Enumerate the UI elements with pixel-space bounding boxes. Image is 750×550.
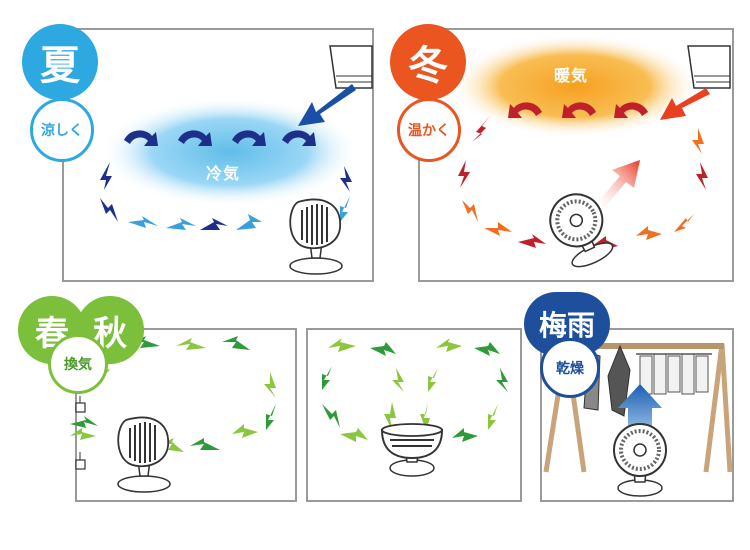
circulator-fan-icon xyxy=(289,198,343,275)
season-badge-summer: 夏 xyxy=(22,24,98,100)
cool-flow-arrows-top xyxy=(124,130,316,146)
season-badge-winter: 冬 xyxy=(390,24,466,100)
air-conditioner-icon xyxy=(687,45,731,89)
season-label: 梅雨 xyxy=(538,309,595,342)
summer-sub-badge: 涼しく xyxy=(30,98,94,162)
warm-up-arrow xyxy=(598,160,640,208)
circulator-fan-icon xyxy=(612,422,668,498)
ventilation-sub-badge: 換気 xyxy=(48,334,108,394)
sub-label: 温かく xyxy=(408,123,450,139)
air-conditioner-icon xyxy=(329,45,373,89)
window-icon xyxy=(75,396,86,470)
sub-label: 換気 xyxy=(64,357,92,373)
season-badge-autumn: 秋 xyxy=(76,296,144,364)
sub-label: 涼しく xyxy=(41,123,83,139)
season-label: 冬 xyxy=(408,43,448,89)
cold-airflow-arrow xyxy=(298,84,356,126)
warm-flow-arrows-top xyxy=(508,102,648,118)
season-label: 夏 xyxy=(40,43,80,89)
circulator-fan-icon xyxy=(117,416,171,493)
warm-air-label: 暖気 xyxy=(554,66,589,85)
cool-flow-arrows-loop xyxy=(100,162,352,230)
sub-label: 乾燥 xyxy=(556,361,584,377)
cool-air-glow xyxy=(100,97,360,207)
rainy-sub-badge: 乾燥 xyxy=(540,338,600,398)
green-flow-arrows-autumn xyxy=(322,338,508,442)
green-flow-arrows-spring xyxy=(70,336,276,452)
circulator-fan-icon xyxy=(380,429,444,460)
warm-air-glow xyxy=(450,34,700,138)
clothes-rack-icon xyxy=(543,343,733,473)
cool-air-label: 冷気 xyxy=(206,164,241,183)
warm-airflow-arrow xyxy=(660,88,710,120)
warm-flow-arrows-loop xyxy=(458,116,708,250)
winter-sub-badge: 温かく xyxy=(397,98,461,162)
